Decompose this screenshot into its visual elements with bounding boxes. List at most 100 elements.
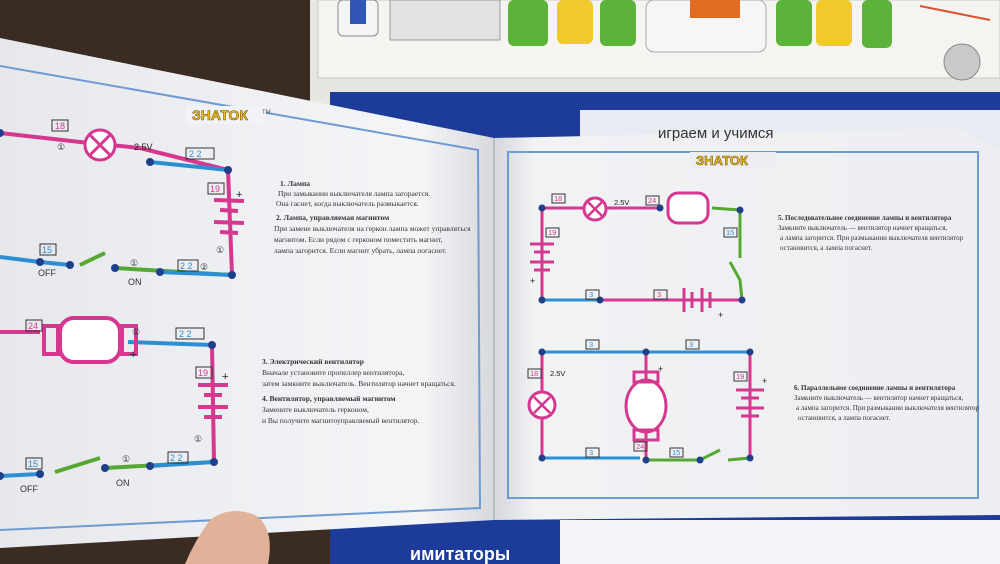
text6-line3: остановится, а лампа погаснет. (798, 414, 891, 422)
battery-icon-5 (736, 388, 764, 418)
right-series-labels: 18 2.5V 24 19 + 15 3 3 + (530, 193, 738, 320)
svg-text:24: 24 (28, 321, 38, 331)
svg-text:①: ① (216, 245, 224, 255)
svg-text:①: ① (194, 434, 202, 444)
svg-text:ON: ON (128, 277, 142, 287)
svg-text:15: 15 (726, 228, 734, 237)
svg-text:+: + (718, 310, 723, 320)
svg-text:+: + (530, 276, 535, 286)
svg-text:2.5V: 2.5V (614, 198, 629, 207)
text3-title: 3. Электрический вентилятор (262, 357, 364, 366)
battery-icon-2 (198, 383, 228, 419)
text6-line1: Замкните выключатель — вентилятор начнет… (794, 394, 963, 402)
left-logo: ЗНАТОК TM (186, 106, 271, 124)
text1-line2: Она гаснет, когда выключатель размыкаетс… (276, 199, 419, 208)
left-top-labels: 18 2.5V ① 2 2 19 + ① 15 OFF ON ① 2 2 ② (38, 119, 242, 287)
text5-line1: Замкните выключатель — вентилятор начнет… (778, 224, 947, 232)
text4-title: 4. Вентилятор, управляемый магнитом (262, 394, 396, 403)
battery-icon-3 (530, 242, 554, 272)
text3-line2: затем замкните выключатель. Вентилятор н… (262, 379, 456, 388)
svg-text:19: 19 (548, 228, 556, 237)
svg-text:2 2: 2 2 (170, 453, 183, 463)
svg-text:18: 18 (55, 121, 65, 131)
left-top-circuit (0, 128, 245, 279)
right-circuit-parallel (527, 348, 764, 464)
svg-text:ЗНАТОК: ЗНАТОК (192, 107, 248, 123)
right-parallel-labels: 3 3 18 2.5V 3 24 + 15 19 + (527, 339, 767, 458)
right-logo: ЗНАТОК (690, 152, 776, 168)
svg-text:ON: ON (116, 478, 130, 488)
svg-text:①: ① (122, 454, 130, 464)
right-header: играем и учимся (658, 125, 774, 142)
text5-line3: остановится, а лампа погаснет. (780, 244, 873, 252)
svg-text:2 2: 2 2 (180, 261, 193, 271)
tray-part-green-4 (862, 0, 892, 48)
svg-text:①: ① (57, 142, 65, 152)
svg-text:+: + (762, 376, 767, 386)
svg-text:3: 3 (589, 448, 593, 457)
battery-icon-4 (682, 288, 712, 312)
svg-text:+: + (236, 189, 242, 201)
box-bottom-white (560, 520, 1000, 564)
tray-part-motor (943, 43, 981, 81)
right-text: 5. Последовательное соединение лампы и в… (778, 214, 980, 422)
motor-icon (58, 316, 122, 364)
tray-part-blue (350, 0, 366, 24)
svg-text:24: 24 (636, 442, 644, 451)
text2-line3: лампа загорится. Если магнит убрать, лам… (274, 246, 447, 255)
text1-title: 1. Лампа (280, 179, 310, 188)
svg-text:19: 19 (210, 184, 220, 194)
left-bottom-circuit (0, 316, 228, 480)
text6-title: 6. Параллельное соединение лампы и венти… (794, 384, 956, 392)
right-page (494, 128, 1000, 520)
svg-text:②: ② (200, 262, 208, 272)
text3-line1: Вначале установите пропеллер вентилятора… (262, 368, 404, 377)
tray-part-yellow (557, 0, 593, 44)
svg-text:15: 15 (672, 448, 680, 457)
svg-text:①: ① (132, 327, 140, 337)
text2-line1: При замене выключателя на геркон лампа м… (274, 224, 471, 233)
svg-text:15: 15 (28, 459, 38, 469)
svg-text:TM: TM (262, 110, 271, 116)
left-text: 1. Лампа При замыкании выключателя лампа… (262, 179, 471, 425)
svg-text:OFF: OFF (20, 484, 38, 494)
svg-text:24: 24 (648, 196, 656, 205)
battery-icon (213, 198, 245, 235)
tray-part-green-3 (776, 0, 812, 46)
left-page (0, 38, 494, 548)
text1-line1: При замыкании выключателя лампа загорает… (278, 189, 430, 198)
motor-icon-3 (624, 378, 668, 434)
svg-text:+: + (130, 349, 136, 361)
svg-text:3: 3 (657, 290, 661, 299)
svg-text:+: + (222, 371, 228, 383)
tray-part-green-2 (600, 0, 636, 46)
svg-text:15: 15 (42, 245, 52, 255)
tray-part-orange (690, 0, 740, 18)
tray-part-battery (389, 0, 501, 41)
box-label: имитаторы (410, 544, 510, 564)
text5-line2: а лампа загорится. При размыкании выключ… (780, 234, 964, 242)
svg-text:OFF: OFF (38, 268, 56, 278)
motor-icon-2 (666, 191, 710, 225)
tray-part-yellow-2 (816, 0, 852, 46)
svg-text:ЗНАТОК: ЗНАТОК (696, 153, 748, 168)
text5-title: 5. Последовательное соединение лампы и в… (778, 214, 952, 222)
hand (185, 511, 270, 564)
svg-text:19: 19 (736, 372, 744, 381)
left-bottom-labels: 24 ① + 2 2 19 + ① 15 OFF ON ① 2 2 (20, 319, 228, 494)
svg-text:2.5V: 2.5V (134, 142, 153, 152)
right-circuit-series (530, 191, 746, 312)
svg-text:3: 3 (589, 340, 593, 349)
tray-part-green (508, 0, 548, 46)
text2-line2: магнитом. Если рядом с герконом поместит… (274, 235, 443, 244)
text4-line2: и Вы получите магнитоуправляемый вентиля… (262, 416, 419, 425)
text4-line1: Замените выключатель герконом, (262, 405, 369, 414)
svg-text:2 2: 2 2 (189, 149, 202, 159)
text2-title: 2. Лампа, управляемая магнитом (276, 213, 389, 222)
svg-text:2.5V: 2.5V (550, 369, 565, 378)
svg-text:3: 3 (689, 340, 693, 349)
svg-text:18: 18 (554, 194, 562, 203)
svg-text:+: + (658, 364, 663, 374)
svg-text:3: 3 (589, 290, 593, 299)
svg-text:①: ① (130, 258, 138, 268)
